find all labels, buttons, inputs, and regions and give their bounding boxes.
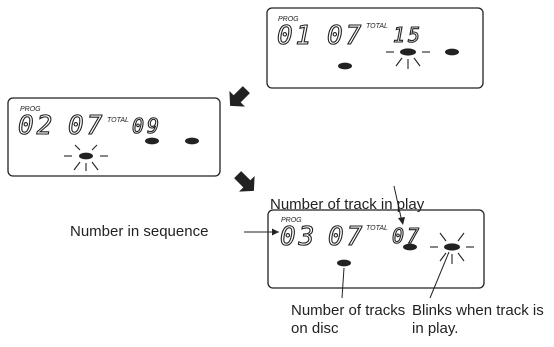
prog-label: PROG [278,16,299,23]
blink-rays-icon [430,232,474,264]
total-label: TOTAL [366,23,388,30]
total-number: 15 [393,23,423,47]
prog-number: 01 [277,21,314,51]
track-number: 07 [328,222,365,252]
total-label: TOTAL [107,117,129,124]
prog-number: 03 [280,222,317,252]
blinking-indicator-icon [400,48,416,56]
leader-track-in-play [393,185,403,223]
total-label: TOTAL [366,225,388,232]
lcd-panel-1: PROG 01 07 TOTAL 15 [266,7,484,89]
blink-rays-icon [64,144,108,171]
indicator-oval-icon [337,259,351,267]
track-number: 07 [68,111,105,141]
track-number: 07 [327,21,364,51]
callout-blinks-line2: in play. [412,320,459,337]
indicator-oval-icon [185,137,199,145]
callout-number-in-sequence: Number in sequence [70,223,209,240]
indicator-oval-icon [403,243,417,251]
arrowhead-icon [272,228,279,236]
leader-blinks [429,251,450,299]
prog-label: PROG [281,217,302,224]
prog-number: 02 [18,111,55,141]
blinking-indicator-icon [79,152,93,160]
total-number: 09 [132,114,162,138]
arrowhead-icon [398,217,405,225]
lcd-panel-3: PROG 03 07 TOTAL 07 [267,209,485,289]
callout-leaders [244,185,450,299]
blink-rays-icon [386,51,430,69]
leader-tracks-on-disc [341,267,345,299]
callout-tracks-on-disc-line1: Number of tracks [291,302,406,319]
lcd-panel-2: PROG 02 07 TOTAL 09 [7,97,221,177]
indicator-oval-icon [338,62,352,70]
callout-track-in-play: Number of track in play [270,196,425,213]
callout-tracks-on-disc-line2: on disc [291,320,339,337]
total-number: 07 [392,224,422,248]
indicator-oval-icon [145,137,159,145]
blinking-indicator-icon [444,243,460,251]
fat-arrow-icon [229,86,250,107]
indicator-oval-icon [445,48,459,56]
prog-label: PROG [20,106,41,113]
fat-arrow-icon [234,171,255,192]
callout-blinks-line1: Blinks when track is [412,302,544,319]
